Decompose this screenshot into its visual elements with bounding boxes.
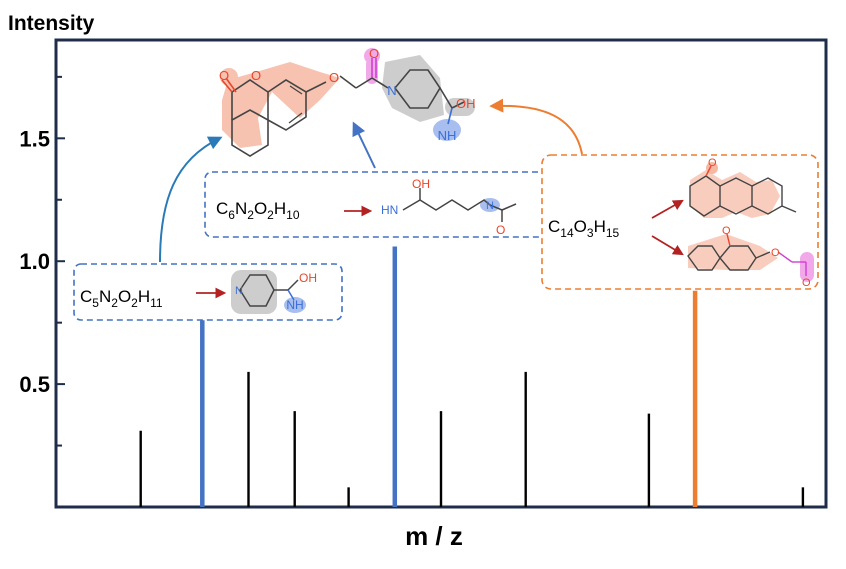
y-tick-label-0: 0.5 xyxy=(19,372,50,397)
fragment-3a-oxygen-label: O xyxy=(708,157,717,169)
fragment-formula-1: C5N2O2H11 xyxy=(80,287,163,310)
arrow-fragment-1-to-parent xyxy=(159,136,223,263)
arrow-fragment-2-to-parent xyxy=(352,121,376,169)
piperidine-nitrogen-label: N xyxy=(387,83,396,98)
orange-highlight xyxy=(220,62,340,148)
fragment-3b-ether-oxygen-label: O xyxy=(771,247,780,259)
blue-highlight xyxy=(433,119,461,141)
y-tick-label-2: 1.5 xyxy=(19,126,50,151)
fragment-formula-2: C6N2O2H10 xyxy=(216,199,300,222)
y-axis-ticks: 0.5 1.0 1.5 xyxy=(19,75,65,447)
parent-hydroxyl-label: OH xyxy=(456,96,476,111)
fragment-1-structure: N OH NH xyxy=(231,270,317,314)
parent-molecule-structure: O O O O N OH NH xyxy=(219,46,476,157)
ether-oxygen-label: O xyxy=(329,70,339,85)
red-arrow-3a xyxy=(651,199,684,219)
fragment-2-oxygen-label: O xyxy=(496,223,505,237)
svg-text:N: N xyxy=(486,200,494,212)
fragment-3b-aldehyde-oxygen-label: O xyxy=(802,277,811,289)
svg-text:N: N xyxy=(235,285,243,297)
fragment-1-imine-label: NH xyxy=(286,298,303,312)
carbonyl-oxygen-label: O xyxy=(219,68,229,83)
fragment-2-structure: OH HN N O xyxy=(381,177,517,237)
amide-oxygen-label: O xyxy=(369,46,379,61)
fragment-formula-3: C14O3H15 xyxy=(548,217,620,240)
ring-oxygen-label: O xyxy=(251,68,261,83)
red-arrow-3b xyxy=(651,235,684,256)
fragment-3b-structure: O O O xyxy=(687,225,814,289)
fragment-3b-hydroxyl-oxygen-label: O xyxy=(722,225,731,237)
fragment-2-hydroxyl-label: OH xyxy=(412,177,430,191)
arrow-fragment-3-to-parent xyxy=(489,98,583,155)
y-tick-label-1: 1.0 xyxy=(19,249,50,274)
parent-imine-label: NH xyxy=(438,128,457,143)
fragment-box-2 xyxy=(204,171,552,238)
fragment-2-imine-label: HN xyxy=(381,203,398,217)
fragment-3a-structure: O xyxy=(689,157,797,218)
y-axis-label: Intensity xyxy=(8,12,95,35)
spectrum-peaks xyxy=(139,246,805,507)
x-axis-label: m / z xyxy=(405,521,463,551)
fragment-1-hydroxyl-label: OH xyxy=(299,271,317,285)
